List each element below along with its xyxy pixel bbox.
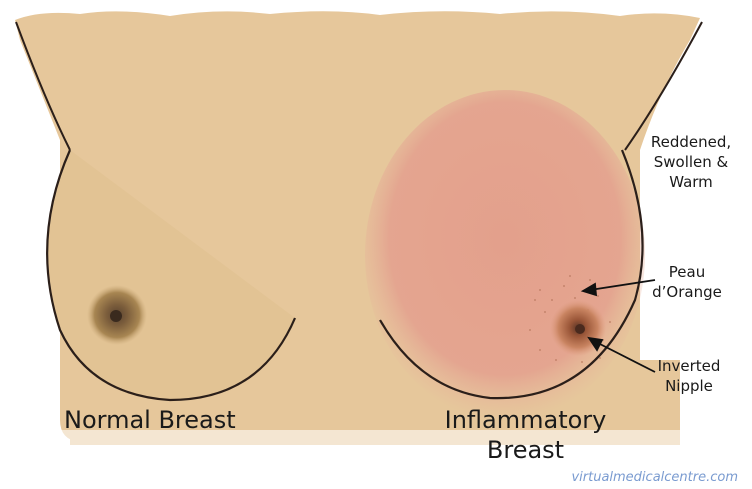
- inverted-line2: Nipple: [634, 376, 744, 396]
- reddened-line1: Reddened,: [636, 132, 746, 152]
- reddened-label: Reddened, Swollen & Warm: [636, 132, 746, 192]
- reddened-line2: Swollen &: [636, 152, 746, 172]
- inflammation-redness: [365, 90, 645, 420]
- inflammatory-label-line2: Breast: [433, 435, 618, 465]
- peau-line1: Peau: [632, 262, 742, 282]
- peau-dorange-label: Peau d’Orange: [632, 262, 742, 302]
- peau-line2: d’Orange: [632, 282, 742, 302]
- inflammatory-label-line1: Inflammatory: [433, 405, 618, 435]
- inflammatory-breast-label: Inflammatory Breast: [433, 405, 618, 465]
- inverted-nipple: [575, 324, 585, 334]
- inverted-nipple-label: Inverted Nipple: [634, 356, 744, 396]
- reddened-line3: Warm: [636, 172, 746, 192]
- normal-breast-label: Normal Breast: [64, 405, 236, 435]
- watermark: virtualmedicalcentre.com: [571, 470, 738, 485]
- normal-nipple: [110, 310, 122, 322]
- inverted-line1: Inverted: [634, 356, 744, 376]
